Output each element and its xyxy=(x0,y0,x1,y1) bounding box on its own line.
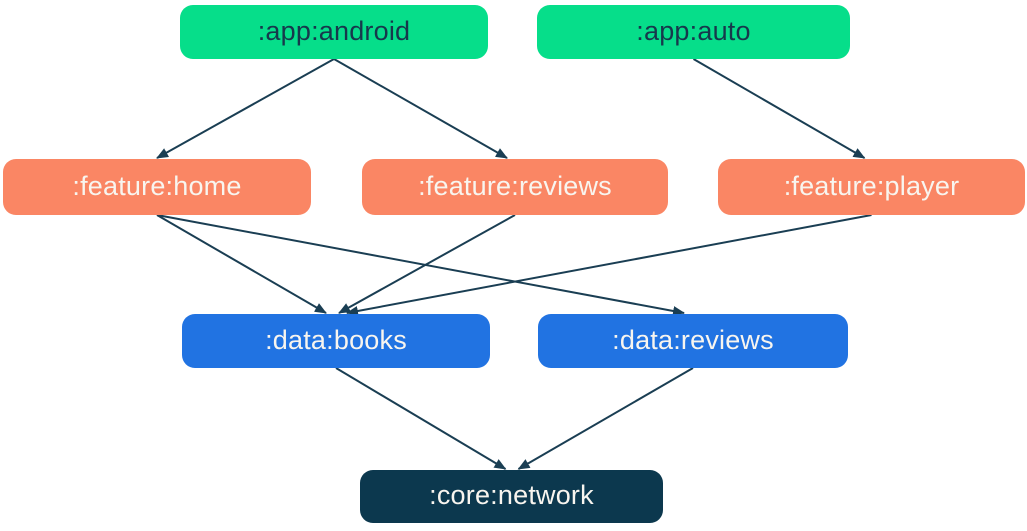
edge-data-reviews-to-core-network xyxy=(517,367,694,470)
edge-app-android-to-feature-home xyxy=(156,58,335,159)
node-label: :core:network xyxy=(429,480,594,510)
node-label: :data:reviews xyxy=(612,324,774,355)
node-app-auto: :app:auto xyxy=(537,5,850,59)
node-data-reviews: :data:reviews xyxy=(538,314,848,368)
edge-app-android-to-feature-reviews xyxy=(333,58,508,159)
node-label: :app:auto xyxy=(636,15,751,46)
node-feature-reviews: :feature:reviews xyxy=(362,159,668,215)
edge-feature-player-to-data-books xyxy=(346,214,872,316)
edge-feature-home-to-data-reviews xyxy=(156,214,685,316)
node-feature-home: :feature:home xyxy=(3,159,311,215)
edge-feature-reviews-to-data-books xyxy=(338,214,516,314)
edge-feature-home-to-data-books xyxy=(156,214,327,314)
node-label: :feature:player xyxy=(783,170,960,201)
node-label: :app:android xyxy=(257,15,411,46)
edge-data-books-to-core-network xyxy=(335,367,507,470)
node-label: :data:books xyxy=(265,324,407,355)
node-data-books: :data:books xyxy=(182,314,490,368)
edge-app-auto-to-feature-player xyxy=(692,58,866,159)
node-label: :feature:home xyxy=(72,170,242,201)
node-core-network: :core:network xyxy=(360,470,663,523)
node-feature-player: :feature:player xyxy=(718,159,1025,215)
node-label: :feature:reviews xyxy=(418,170,612,201)
node-app-android: :app:android xyxy=(180,5,488,59)
